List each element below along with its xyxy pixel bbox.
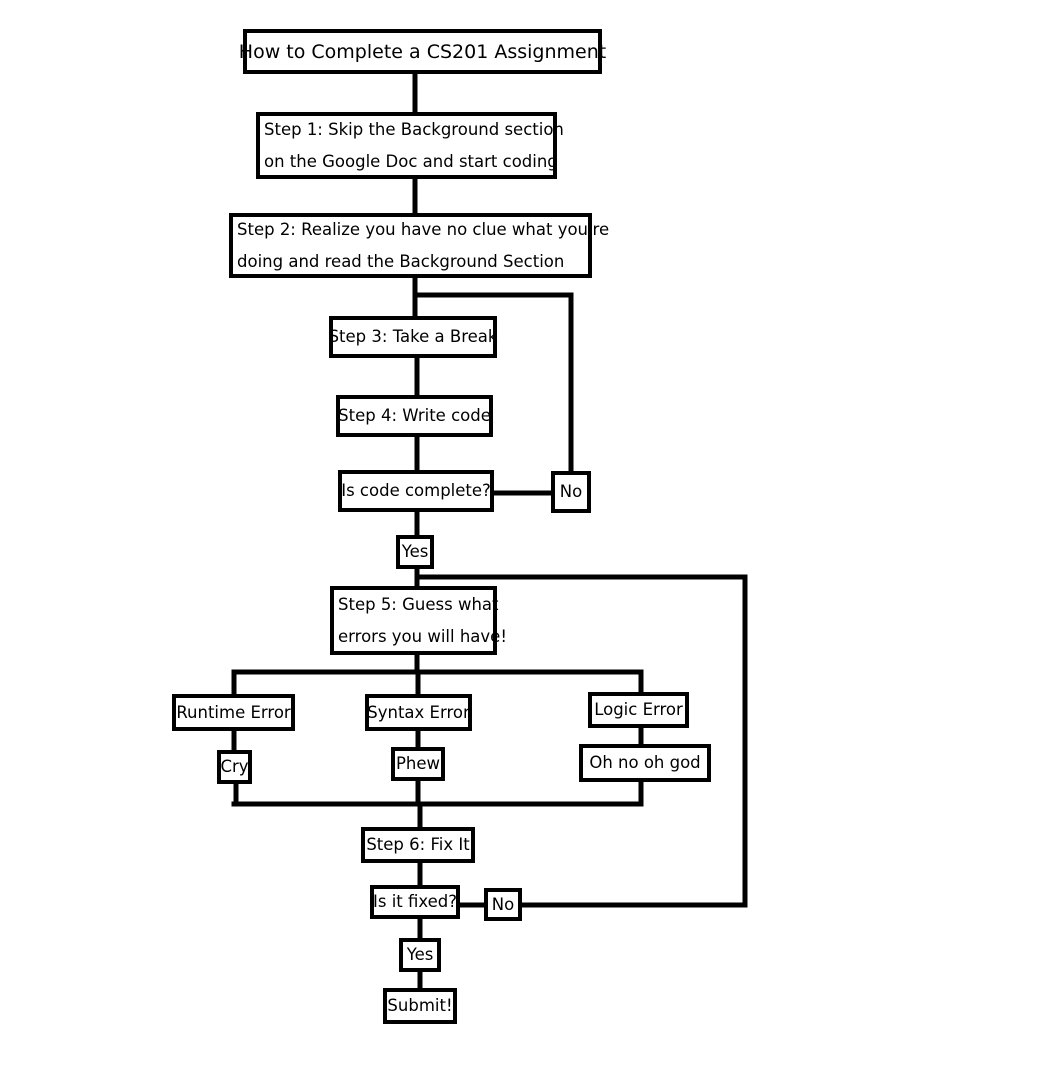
connector-no-loop-step3 xyxy=(412,292,574,476)
step-1-line-1: Step 1: Skip the Background section xyxy=(264,119,564,139)
chart-title: How to Complete a CS201 Assignment xyxy=(239,29,606,74)
syntax-error-box: Syntax Error xyxy=(365,694,472,731)
step-3-box: Step 3: Take a Break xyxy=(329,316,497,358)
step-5-box: Step 5: Guess what errors you will have! xyxy=(330,586,507,655)
code-complete-decision: Is code complete? xyxy=(338,470,494,512)
runtime-reaction-box: Cry xyxy=(217,750,252,784)
step-2-box: Step 2: Realize you have no clue what yo… xyxy=(229,213,609,278)
connector-not-fixed-loop xyxy=(414,574,748,908)
is-fixed-yes-label: Yes xyxy=(399,938,441,972)
is-fixed-decision: Is it fixed? xyxy=(370,885,460,919)
step-5-line-1: Step 5: Guess what xyxy=(338,594,499,614)
step-4-box: Step 4: Write code xyxy=(336,395,493,437)
step-1-line-2: on the Google Doc and start coding xyxy=(264,151,558,171)
code-complete-no-label: No xyxy=(551,471,591,513)
logic-error-box: Logic Error xyxy=(588,692,689,728)
step-2-line-2: doing and read the Background Section xyxy=(237,251,565,271)
code-complete-yes-label: Yes xyxy=(396,535,434,569)
submit-box: Submit! xyxy=(383,988,457,1024)
step-5-line-2: errors you will have! xyxy=(338,626,507,646)
step-6-box: Step 6: Fix It xyxy=(361,827,475,863)
step-1-box: Step 1: Skip the Background section on t… xyxy=(256,112,564,179)
syntax-reaction-box: Phew xyxy=(391,747,445,781)
is-fixed-no-label: No xyxy=(484,888,522,921)
logic-reaction-box: Oh no oh god xyxy=(579,744,711,782)
runtime-error-box: Runtime Error xyxy=(172,694,295,731)
step-2-line-1: Step 2: Realize you have no clue what yo… xyxy=(237,219,610,239)
